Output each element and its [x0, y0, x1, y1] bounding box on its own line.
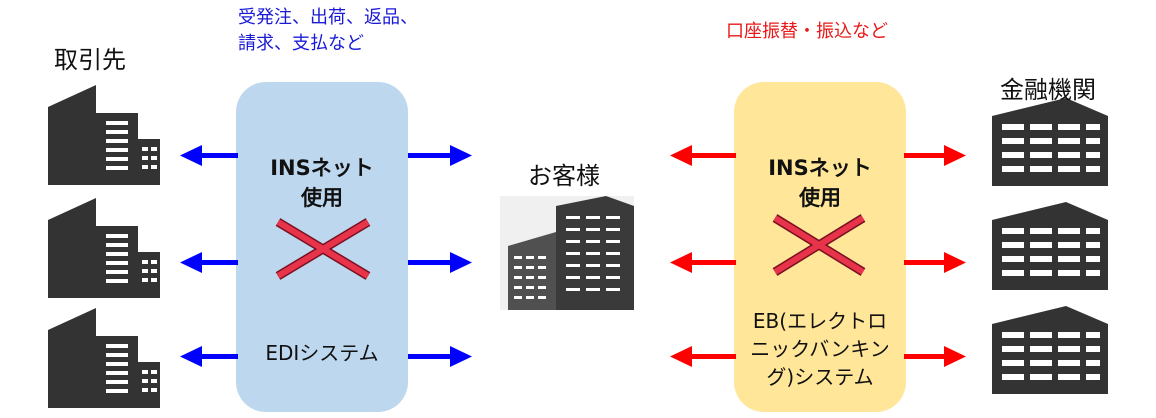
eb-panel-title-1: INSネット [768, 156, 872, 180]
edi-arrow-right-3 [408, 346, 472, 367]
edi-arrow-left-1 [180, 145, 238, 166]
eb-arrow-right-1 [904, 145, 966, 166]
edi-arrow-left-3 [180, 346, 238, 367]
customer-building [500, 196, 634, 310]
partner-building-3 [48, 308, 160, 408]
bank-building-3 [992, 306, 1108, 394]
eb-arrows [670, 145, 966, 367]
edi-cross-icon [275, 218, 371, 280]
edi-panel-subtitle: EDIシステム [265, 341, 379, 365]
edi-arrow-left-2 [180, 252, 238, 273]
edi-arrows [180, 145, 472, 367]
edi-note-line2: 請求、支払など [238, 33, 364, 54]
eb-panel-subtitle-1: EB(エレクトロ [752, 309, 888, 333]
eb-panel-subtitle-2: ニックバンキン [750, 337, 890, 361]
eb-panel-title-2: 使用 [799, 186, 841, 210]
partner-building-1 [48, 85, 160, 185]
eb-arrow-right-3 [904, 346, 966, 367]
eb-note: 口座振替・振込など [726, 21, 888, 42]
eb-arrow-left-1 [670, 145, 736, 166]
edi-panel-title-2: 使用 [301, 186, 343, 210]
edi-arrow-right-1 [408, 145, 472, 166]
customer-label: お客様 [528, 162, 600, 190]
partners-label: 取引先 [54, 46, 126, 74]
bank-building-2 [992, 202, 1108, 290]
bank-building-1 [992, 98, 1108, 186]
eb-arrow-left-3 [670, 346, 736, 367]
eb-panel-subtitle-3: グ)システム [766, 365, 874, 389]
edi-arrow-right-2 [408, 252, 472, 273]
eb-arrow-right-2 [904, 252, 966, 273]
edi-panel-title-1: INSネット [270, 156, 374, 180]
eb-panel-text: INSネット 使用 EB(エレクトロ ニックバンキン グ)システム [734, 82, 906, 412]
eb-arrow-left-2 [670, 252, 736, 273]
edi-note-line1: 受発注、出荷、返品、 [238, 7, 418, 28]
edi-panel-text: INSネット 使用 EDIシステム [236, 82, 408, 412]
banks-label: 金融機関 [1000, 76, 1096, 104]
partner-building-2 [48, 198, 160, 298]
eb-cross-icon [772, 214, 866, 276]
